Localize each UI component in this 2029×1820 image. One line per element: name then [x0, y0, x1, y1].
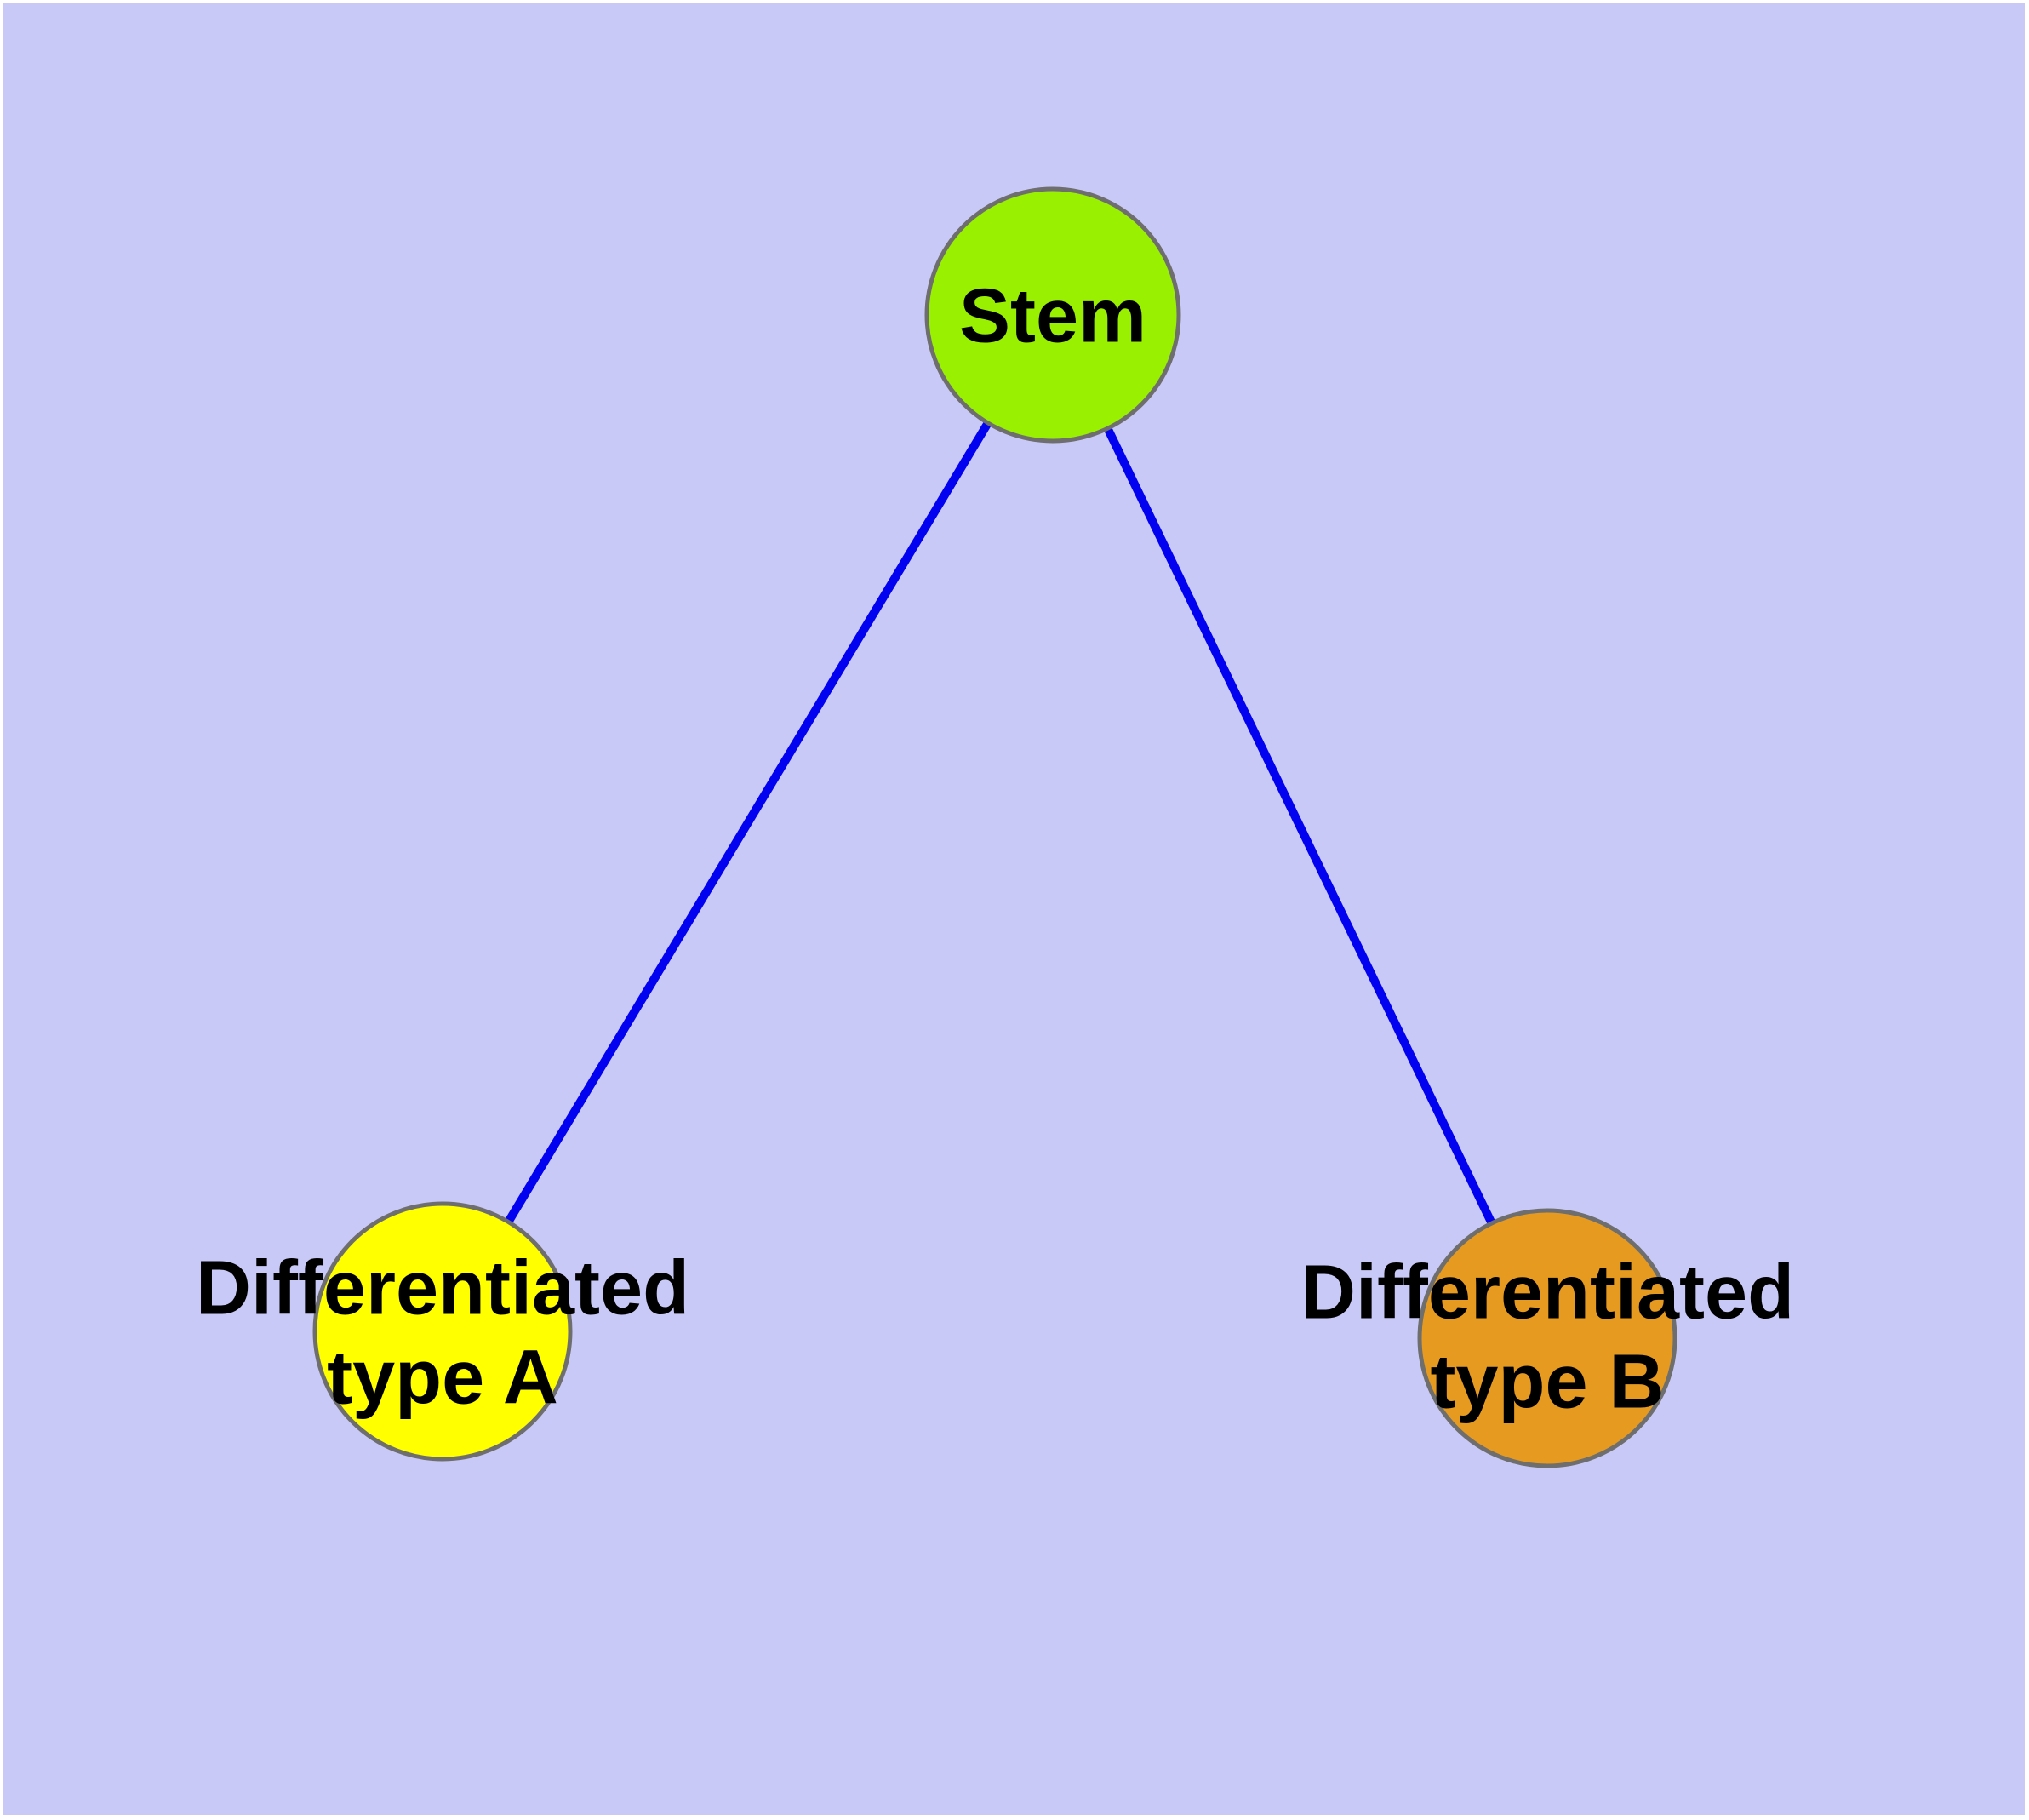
edge-stem-to-type-b — [1049, 312, 1552, 1341]
node-stem — [924, 186, 1181, 444]
edge-stem-to-type-a — [438, 312, 1057, 1334]
node-differentiated-type-a — [312, 1201, 573, 1462]
node-differentiated-type-b — [1417, 1208, 1677, 1468]
